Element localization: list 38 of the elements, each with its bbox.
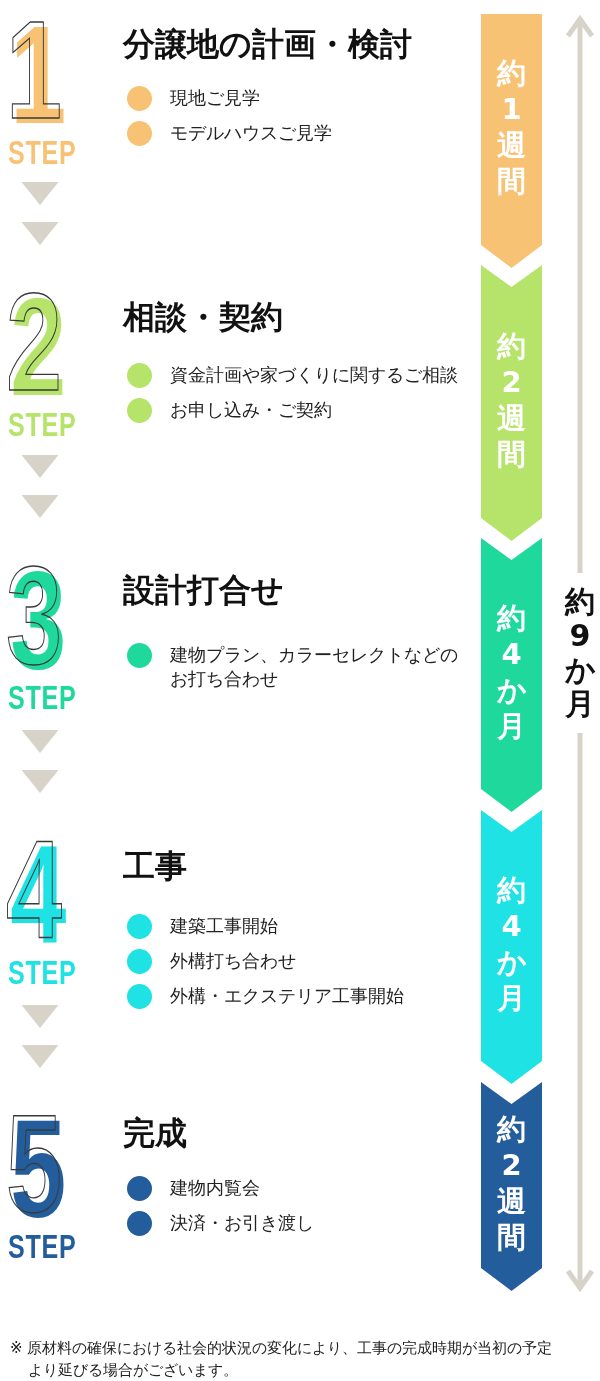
step-label: STEP	[8, 681, 77, 714]
step-number: 4	[6, 835, 63, 950]
step-label: STEP	[8, 408, 77, 441]
step-number: 2	[6, 287, 63, 402]
bullet-text: 外構・エクステリア工事開始	[170, 985, 404, 1008]
dimension-label: 約9か月	[564, 585, 596, 721]
duration-text: 約2週間	[496, 1111, 527, 1255]
duration-text: 約4か月	[496, 871, 527, 1016]
step-number: 3	[6, 560, 63, 675]
bullet-text: 建物内覧会	[170, 1177, 260, 1200]
step-label: STEP	[8, 136, 77, 169]
step-heading: 設計打合せ	[123, 572, 284, 608]
chevron-band	[481, 538, 542, 812]
step-heading: 分譲地の計画・検討	[123, 26, 412, 62]
step-heading: 相談・契約	[123, 299, 283, 335]
bullet-text: お申し込み・ご契約	[170, 399, 332, 422]
chevron-band	[481, 14, 542, 268]
step-heading: 工事	[123, 848, 187, 884]
footnote: ※ 原材料の確保における社会的状況の変化により、工事の完成時期が当初の予定より延びる場合がございます。	[10, 1338, 554, 1381]
bullet-text: 外構打ち合わせ	[170, 950, 296, 973]
bullet-text: モデルハウスご見学	[170, 122, 332, 145]
step-number: 1	[6, 15, 63, 130]
chevron-band	[481, 1082, 542, 1291]
triangle-arrow	[21, 1005, 59, 1069]
step-label: STEP	[8, 956, 77, 989]
chevron-band	[481, 810, 542, 1084]
bullet-text: 建物プラン、カラーセレクトなどのお打ち合わせ	[170, 644, 458, 691]
duration-text: 約1週間	[496, 54, 527, 199]
step-number: 5	[6, 1109, 63, 1224]
bullet-text: 建築工事開始	[170, 915, 278, 938]
bullet-text: 資金計画や家づくりに関するご相談	[170, 364, 458, 387]
bullet-text: 現地ご見学	[170, 87, 260, 110]
step-heading: 完成	[123, 1115, 187, 1151]
chevron-band	[481, 265, 542, 541]
step-label: STEP	[8, 1230, 77, 1263]
duration-text: 約4か月	[496, 599, 527, 744]
bullet-text: 決済・お引き渡し	[170, 1212, 314, 1235]
duration-text: 約2週間	[496, 327, 527, 472]
